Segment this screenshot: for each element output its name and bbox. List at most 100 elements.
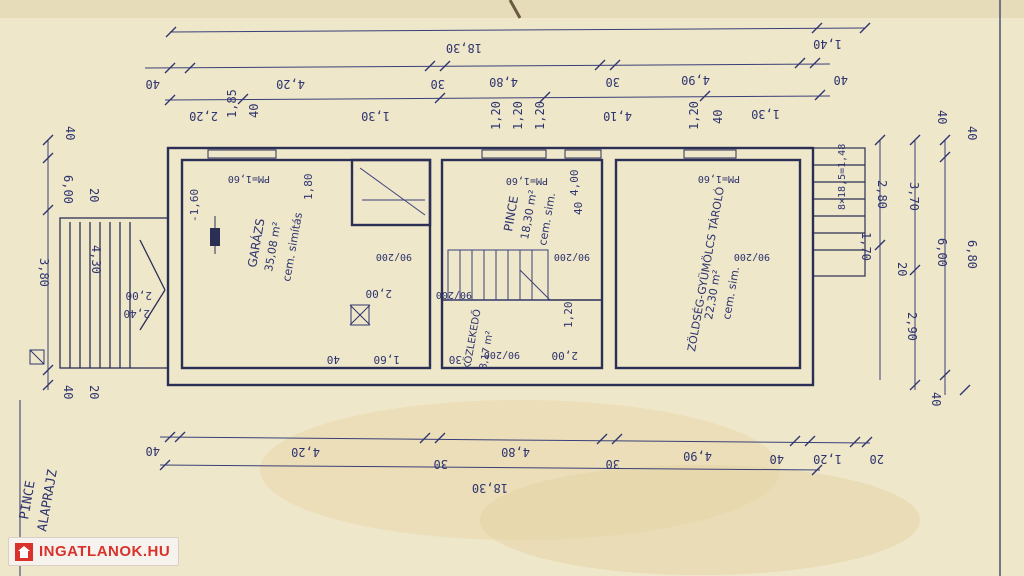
window-cellar-2 [564, 149, 602, 159]
tick [611, 433, 623, 445]
inner-dim: 2,00 [552, 349, 579, 362]
dim-label: 3,70 [907, 182, 921, 211]
dim-label: 1,20 [533, 101, 547, 130]
tick [424, 60, 436, 72]
dim-label: 6,00 [61, 175, 75, 204]
tick [909, 264, 921, 276]
tick [434, 92, 446, 104]
tick [237, 93, 249, 105]
dim-label: 1,20 [511, 101, 525, 130]
tick [174, 431, 186, 443]
dim-label: 1,30 [751, 107, 780, 121]
dim-label: 4,90 [681, 73, 710, 87]
tick [594, 59, 606, 71]
paper-tear [508, 0, 522, 19]
room-name-cellar: PINCE [501, 195, 521, 233]
tick [539, 91, 551, 103]
drain-box [350, 304, 370, 326]
dim-label: 40 [63, 126, 77, 140]
door-label: 90/200 [734, 251, 770, 262]
dim-label: 30 [606, 75, 620, 89]
paper-top-fold [0, 0, 1024, 18]
inner-dim: 30 [449, 353, 462, 366]
dim-label: 30 [606, 457, 620, 471]
tick [42, 379, 54, 391]
tick [609, 59, 621, 71]
tick [849, 436, 861, 448]
dim-label: 20 [895, 262, 909, 276]
dim-label: 20 [870, 452, 884, 466]
tick [939, 151, 951, 163]
dim-label: 1,40 [813, 37, 842, 51]
dim-label: 2,80 [875, 180, 889, 209]
tick [809, 57, 821, 69]
paper-stain-2 [480, 465, 920, 575]
tick [42, 134, 54, 146]
dim-label-total-bottom: 18,30 [472, 481, 508, 495]
tick [939, 134, 951, 146]
dim-label: 2,20 [189, 109, 218, 123]
tick [874, 239, 886, 251]
middle-room-outline [440, 158, 604, 370]
tick [874, 134, 886, 146]
tick [794, 57, 806, 69]
door-label: 90/200 [554, 251, 590, 262]
tick [42, 152, 54, 164]
stair-left-label: 2,40 [124, 307, 151, 320]
dim-label: 40 [61, 385, 75, 399]
external-stair-right [812, 147, 866, 277]
dim-label: 1,20 [687, 101, 701, 130]
dim-label: 40 [711, 110, 725, 124]
storage-room-outline [614, 158, 802, 370]
dim-label: 40 [834, 73, 848, 87]
window-storage [683, 149, 737, 159]
tick [959, 384, 971, 396]
tick [42, 204, 54, 216]
window-cellar [481, 149, 547, 159]
dim-label: 4,30 [89, 245, 103, 274]
tick [909, 134, 921, 146]
tick [164, 94, 176, 106]
tick [434, 432, 446, 444]
dim-label: 1,85 [225, 89, 239, 118]
inner-dim: -1,60 [188, 189, 201, 222]
dim-line-bottom-1 [159, 436, 871, 444]
door-label: 90/200 [484, 349, 520, 360]
tick [804, 435, 816, 447]
dim-label: 4,20 [291, 445, 320, 459]
dim-label: 3,80 [37, 258, 51, 287]
dim-label: 4,80 [489, 75, 518, 89]
dim-label: 1,20 [489, 101, 503, 130]
dim-label: 40 [247, 104, 261, 118]
door-label: 90/200 [436, 289, 472, 300]
door-label: 90/200 [376, 251, 412, 262]
dim-line-top-2 [144, 63, 831, 69]
inner-dim: 1,80 [302, 174, 315, 201]
garage-room-outline [180, 158, 432, 370]
plan-caption-line-1: PINCE [17, 480, 39, 521]
tick [814, 89, 826, 101]
dim-label: 20 [87, 188, 101, 202]
dim-label: 6,80 [965, 240, 979, 269]
dim-label: 1,30 [361, 109, 390, 123]
north-marker-diag [29, 349, 45, 365]
inner-dim: 4,00 [568, 170, 581, 197]
drain-mark-2 [349, 304, 371, 326]
dim-label-total-top: 18,30 [446, 41, 482, 55]
stair-left-label: 2,00 [126, 289, 153, 302]
dim-label: 4,20 [276, 77, 305, 91]
dim-label: 30 [431, 77, 445, 91]
external-stair-left [59, 217, 169, 369]
dim-label: 6,00 [935, 238, 949, 267]
dim-label: 30 [434, 457, 448, 471]
tick [164, 431, 176, 443]
tick [439, 60, 451, 72]
tick [159, 459, 171, 471]
tick [859, 22, 871, 34]
tick [164, 62, 176, 74]
stair-void-diagonal [359, 167, 426, 216]
dim-label: 4,90 [683, 449, 712, 463]
tick [165, 26, 177, 38]
dim-label: 1,20 [813, 452, 842, 466]
opening-label: PM=1,60 [228, 173, 270, 184]
